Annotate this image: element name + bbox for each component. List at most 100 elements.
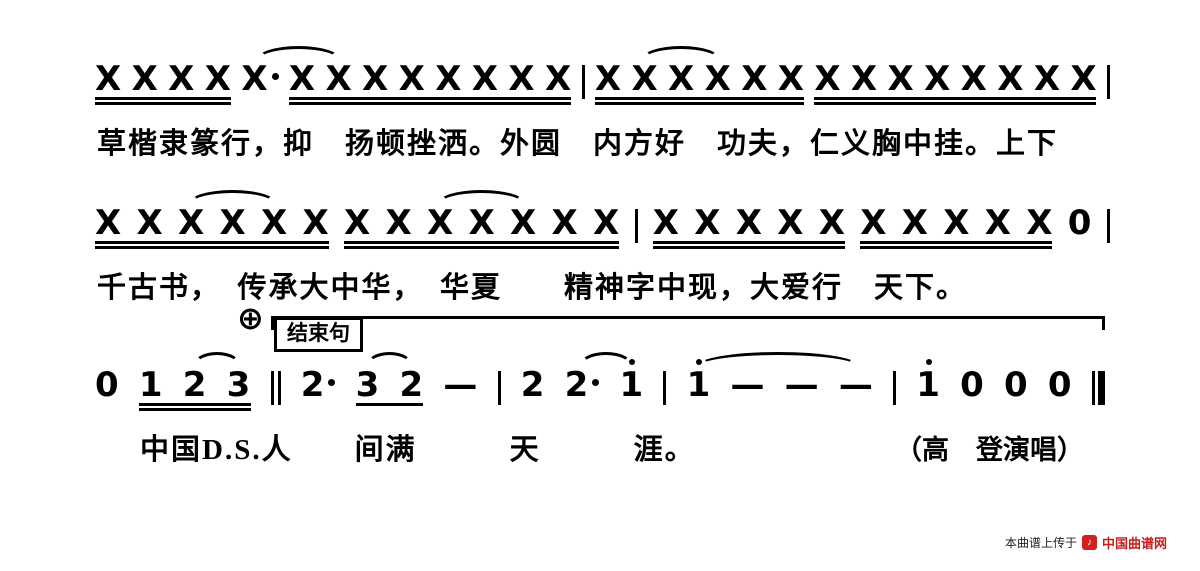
note-glyph: X: [241, 59, 268, 99]
beam-line: [814, 102, 1096, 105]
barline: [663, 371, 667, 405]
note-glyph: X: [95, 203, 122, 243]
note-glyph: X: [136, 203, 163, 243]
beat-note: X: [469, 204, 495, 242]
augmentation-dot-icon: [271, 72, 279, 80]
site-logo-icon: ♪: [1082, 535, 1098, 550]
slur-arc: [641, 46, 721, 60]
note-glyph: X: [288, 59, 316, 99]
note-glyph: X: [735, 203, 762, 243]
augmentation-dot-icon: [592, 378, 600, 386]
note-glyph: X: [544, 59, 572, 99]
beat-note: X: [95, 60, 121, 98]
beat-note: X: [261, 204, 287, 242]
performer-credit: （高 登演唱）: [895, 435, 1084, 465]
beat-note: X: [985, 204, 1011, 242]
beat-note: X: [741, 60, 767, 98]
beat-note: X: [961, 60, 987, 98]
note-glyph: —: [730, 365, 765, 405]
note-2: 2: [565, 366, 600, 404]
beat-note: X: [653, 204, 679, 242]
beat-note: X: [778, 60, 804, 98]
note-glyph: X: [325, 59, 352, 99]
beat-note: X: [510, 204, 536, 242]
site-name: 中国曲谱网: [1102, 536, 1168, 551]
beam-line: [595, 102, 804, 105]
note-1: 1: [139, 366, 163, 404]
augmentation-dot-icon: [328, 378, 336, 386]
note-glyph: 2: [182, 365, 207, 405]
barline: [1106, 65, 1110, 99]
dash-extension: —: [730, 366, 764, 404]
beam-line: [860, 241, 1052, 244]
beat-note: X: [508, 60, 534, 98]
note-glyph: X: [551, 203, 578, 243]
note-glyph: X: [468, 203, 495, 243]
note-glyph: X: [471, 59, 498, 99]
note-3: 3: [227, 366, 251, 404]
ending-bracket: 结束句: [271, 316, 1105, 353]
note-glyph: 2: [520, 365, 545, 405]
note-glyph: X: [508, 59, 535, 99]
beat-note: X: [1034, 60, 1060, 98]
beat-note: X: [399, 60, 425, 98]
ending-label: 结束句: [274, 317, 363, 353]
beat-note: X: [1026, 204, 1052, 242]
note-2: 2: [301, 366, 336, 404]
beat-note: X: [132, 60, 158, 98]
barline: [581, 65, 585, 99]
footer-credit: 本曲谱上传于 ♪ 中国曲谱网: [1005, 533, 1167, 552]
beat-note: X: [1070, 60, 1096, 98]
beam-line: [653, 246, 845, 249]
beam-line: [595, 97, 804, 100]
beat-note: X: [303, 204, 329, 242]
beat-note: X: [325, 60, 351, 98]
note-glyph: X: [593, 203, 620, 243]
note-glyph: —: [443, 365, 478, 405]
beat-note: X: [851, 60, 877, 98]
lyrics-line-1: 草楷隶篆行，抑 扬顿挫洒。外圆 内方好 功夫，仁义胸中挂。上下: [97, 128, 1059, 160]
beat-note: X: [435, 60, 461, 98]
beat-note: X: [427, 204, 453, 242]
note-glyph: 1: [686, 365, 711, 405]
beam-line: [356, 403, 423, 406]
upload-text: 本曲谱上传于: [1005, 536, 1078, 550]
note-glyph: X: [594, 59, 622, 99]
note-glyph: X: [219, 203, 246, 243]
note-glyph: 1: [916, 365, 940, 405]
coda-icon: ⊕: [237, 299, 264, 337]
note-glyph: —: [838, 365, 873, 405]
note-glyph: X: [435, 59, 462, 99]
note-glyph: X: [887, 59, 914, 99]
note-glyph: X: [704, 59, 731, 99]
beat-note: X: [552, 204, 578, 242]
beat-note: X: [220, 204, 246, 242]
note-3: 3: [356, 366, 380, 404]
octave-dot-icon: [925, 359, 932, 365]
slur-arc: [192, 352, 242, 366]
note-glyph: X: [777, 59, 804, 99]
lyrics-line-3: 中国D.S.人 间满 天 涯。: [140, 434, 696, 466]
note-glyph: X: [510, 203, 537, 243]
rest-note: 0: [1004, 366, 1028, 404]
note-glyph: X: [777, 203, 804, 243]
slur-arc: [188, 190, 277, 204]
beat-note: X: [137, 204, 163, 242]
beat-note: X: [997, 60, 1023, 98]
note-glyph: 3: [355, 365, 380, 405]
note-glyph: X: [924, 59, 951, 99]
barline: [634, 209, 638, 243]
double-barline: [270, 371, 281, 405]
note-2: 2: [399, 366, 423, 404]
note-glyph: X: [814, 59, 841, 99]
beat-note: X: [814, 60, 840, 98]
beam-line: [95, 97, 231, 100]
note-glyph: 0: [1004, 365, 1028, 405]
note-1: 1: [686, 359, 711, 405]
beat-note: X: [593, 204, 619, 242]
note-1: 1: [916, 359, 940, 405]
